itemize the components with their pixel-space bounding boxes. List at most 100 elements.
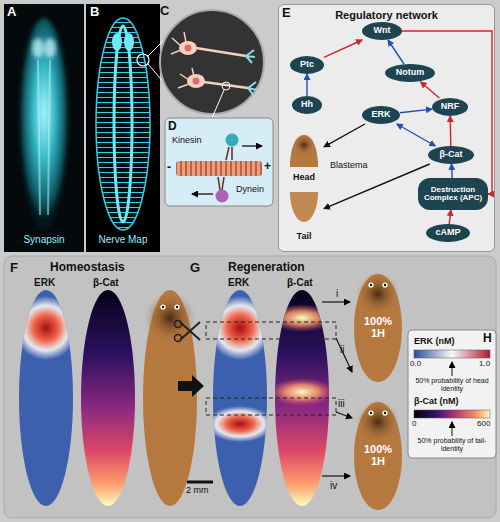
- outcome-worm: 100% 1H: [352, 400, 404, 512]
- pupil: [384, 412, 386, 414]
- beta-catenin-peak: [268, 378, 336, 406]
- panel-letter: E: [282, 6, 291, 20]
- neuron-nucleus: [193, 78, 200, 85]
- threshold-arrow: [452, 362, 453, 376]
- fragment-number: ii: [340, 344, 344, 355]
- gene-node: NRF: [432, 98, 468, 116]
- outcome-arrow: [322, 475, 350, 476]
- gene-node: ERK: [362, 106, 400, 124]
- erk-colorbar: [414, 350, 490, 358]
- tick-value: 1.0: [479, 360, 490, 369]
- gene-node: Wnt: [362, 22, 402, 40]
- panel-title: Homeostasis: [50, 261, 125, 274]
- head-pigment: [293, 134, 315, 156]
- kinesin-motor: [226, 147, 232, 160]
- outcome-arrow: [322, 301, 350, 302]
- neuron-nucleus: [185, 45, 192, 52]
- outcome-arrow: [336, 412, 352, 418]
- axon: [196, 48, 246, 56]
- zoom-circle: [222, 82, 230, 90]
- scale-label: 2 mm: [186, 486, 209, 496]
- tick-value: 0.0: [410, 360, 421, 369]
- direction-arrow: [192, 193, 213, 194]
- tick-value: 0: [412, 420, 416, 429]
- colorbar-title: β-Cat (nM): [414, 397, 458, 407]
- cut-box: [206, 398, 336, 415]
- cut-box: [206, 322, 336, 339]
- worm-body: [290, 192, 318, 222]
- phenotype-worm: [143, 290, 197, 506]
- eye: [382, 282, 387, 287]
- ventral-cords: [114, 26, 132, 222]
- threshold-arrow: [452, 422, 453, 436]
- kinesin-cargo: [226, 134, 239, 147]
- gene-node: β-Cat: [428, 146, 474, 164]
- erk-peak: [208, 296, 272, 360]
- brain-lobe: [32, 38, 44, 58]
- pupil: [162, 306, 164, 308]
- scissors-handle: [175, 321, 182, 328]
- nerve-map-panel: [86, 4, 160, 252]
- dynein-cargo: [216, 190, 229, 203]
- fragment-label: Tail: [284, 232, 324, 241]
- column-header: β-Cat: [287, 277, 313, 288]
- axon: [204, 82, 248, 88]
- panel-title: Regulatory network: [279, 10, 494, 22]
- node-label: β-Cat: [440, 150, 463, 159]
- head-pigment: [356, 272, 400, 316]
- scissors-blade: [180, 322, 200, 340]
- head-pigment: [356, 400, 400, 444]
- node-label: Destruction Complex (APC): [418, 186, 488, 203]
- synapsin-worm: [20, 18, 68, 230]
- brain-lobe: [44, 38, 56, 58]
- gene-node: cAMP: [426, 224, 470, 242]
- panel-letter: G: [190, 261, 200, 275]
- outcome-label: 100% 1H: [360, 444, 396, 467]
- head-pigment: [144, 292, 196, 344]
- outcome-label: 100% 1H: [360, 316, 396, 339]
- panel-title: Regeneration: [228, 261, 305, 274]
- scissors-handle: [175, 335, 182, 342]
- panel-letter: B: [90, 5, 99, 19]
- brain-lobe: [112, 33, 122, 51]
- beta-catenin-worm: [81, 290, 135, 506]
- neuron-body: [187, 74, 205, 88]
- neuron-body: [179, 41, 197, 55]
- worm-body: [290, 135, 318, 167]
- motor-name: Dynein: [236, 185, 264, 195]
- threshold-note: 50% probability of head identity: [412, 377, 492, 392]
- outcome-worm: 100% 1H: [352, 272, 404, 384]
- colorbar-title: ERK (nM): [414, 337, 455, 347]
- node-label: Notum: [396, 68, 425, 77]
- pupil: [176, 306, 178, 308]
- node-label: Wnt: [374, 26, 391, 35]
- beta-catenin-colorbar: [414, 410, 490, 418]
- dynein-motor: [218, 177, 224, 190]
- beta-catenin-peak: [268, 304, 336, 332]
- panel-caption: Nerve Map: [88, 234, 158, 245]
- colorbar-legend: [408, 330, 496, 458]
- node-label: ERK: [371, 110, 390, 119]
- microscopy-panel: [4, 4, 84, 252]
- panel-letter: A: [7, 5, 16, 19]
- eye: [174, 304, 179, 309]
- panel-letter: C: [160, 4, 169, 18]
- axon-terminal: [248, 82, 257, 96]
- nerve-map-worm: [96, 18, 150, 230]
- node-label: Ptc: [300, 60, 314, 69]
- panel-letter: F: [10, 261, 18, 275]
- tail-fragment: Tail: [284, 192, 324, 242]
- cut-arrow: [178, 375, 204, 397]
- erk-peak: [14, 296, 78, 360]
- zoom-line: [212, 90, 224, 118]
- column-header: ERK: [34, 277, 55, 288]
- pupil: [370, 412, 372, 414]
- fragment-number: i: [336, 288, 338, 299]
- eye: [382, 410, 387, 415]
- fragment-label: Head: [284, 173, 324, 182]
- pupil: [370, 284, 372, 286]
- column-header: ERK: [228, 277, 249, 288]
- node-label: cAMP: [435, 228, 460, 237]
- panel-letter: D: [168, 120, 177, 133]
